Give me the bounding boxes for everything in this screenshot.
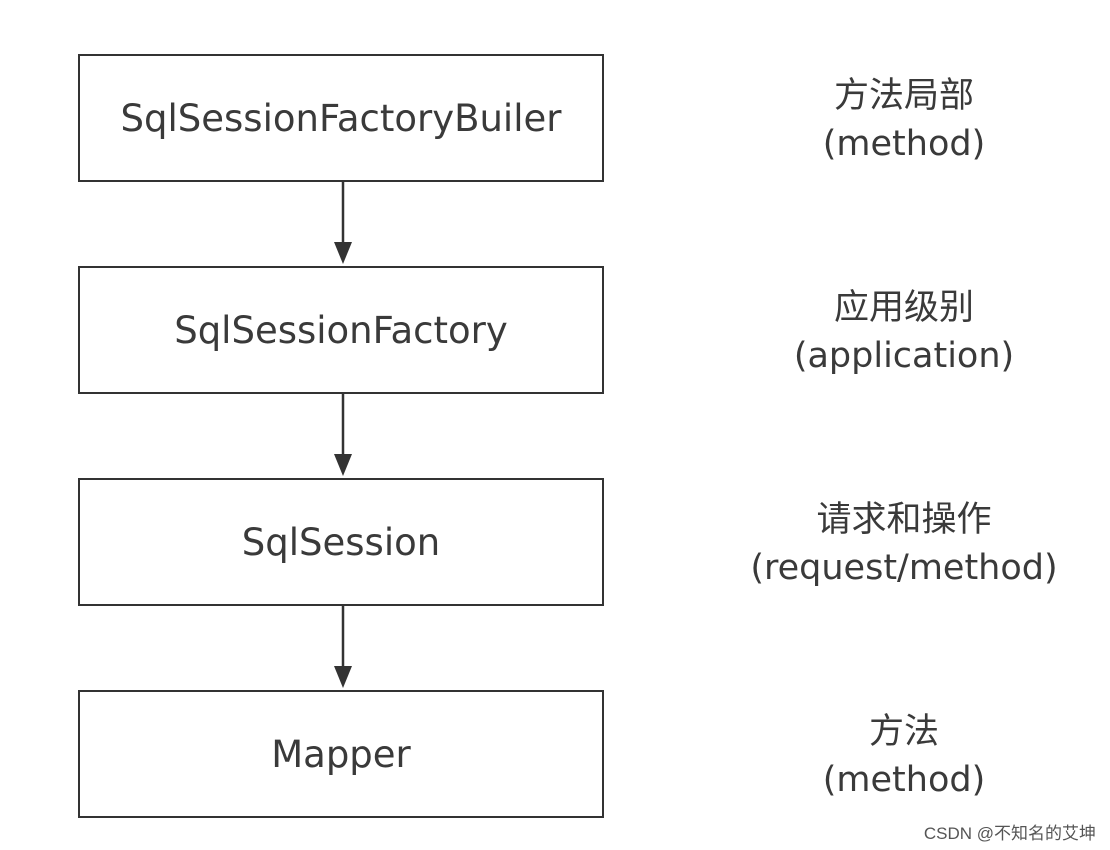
box-sqlsessionfactorybuilder: SqlSessionFactoryBuiler [78,54,604,182]
scope-label: 请求和操作 [816,500,992,540]
scope-label: 方法 [868,712,939,752]
scope-label-en: (request/method) [750,548,1058,588]
box-label: SqlSessionFactory [174,308,508,352]
arrow-connector-1 [332,182,354,266]
down-arrow-icon [334,606,352,688]
scope-label: 方法局部 [833,76,974,116]
scope-label-en: (method) [822,124,986,164]
box-sqlsessionfactory: SqlSessionFactory [78,266,604,394]
down-arrow-icon [334,394,352,476]
box-label: SqlSession [241,520,441,564]
scope-annotation-2: 应用级别 (application) [704,284,1104,380]
down-arrow-icon [334,182,352,264]
scope-label: 应用级别 [833,288,974,328]
scope-annotation-3: 请求和操作 (request/method) [704,496,1104,592]
box-mapper: Mapper [78,690,604,818]
scope-label-en: (method) [822,760,986,800]
scope-label-en: (application) [793,336,1015,376]
watermark: CSDN @不知名的艾坤 [923,824,1096,843]
arrow-connector-3 [332,606,354,690]
arrow-connector-2 [332,394,354,478]
box-sqlsession: SqlSession [78,478,604,606]
scope-annotation-1: 方法局部 (method) [704,72,1104,168]
scope-annotation-4: 方法 (method) [704,708,1104,804]
box-label: Mapper [271,732,411,776]
box-label: SqlSessionFactoryBuiler [120,96,562,140]
